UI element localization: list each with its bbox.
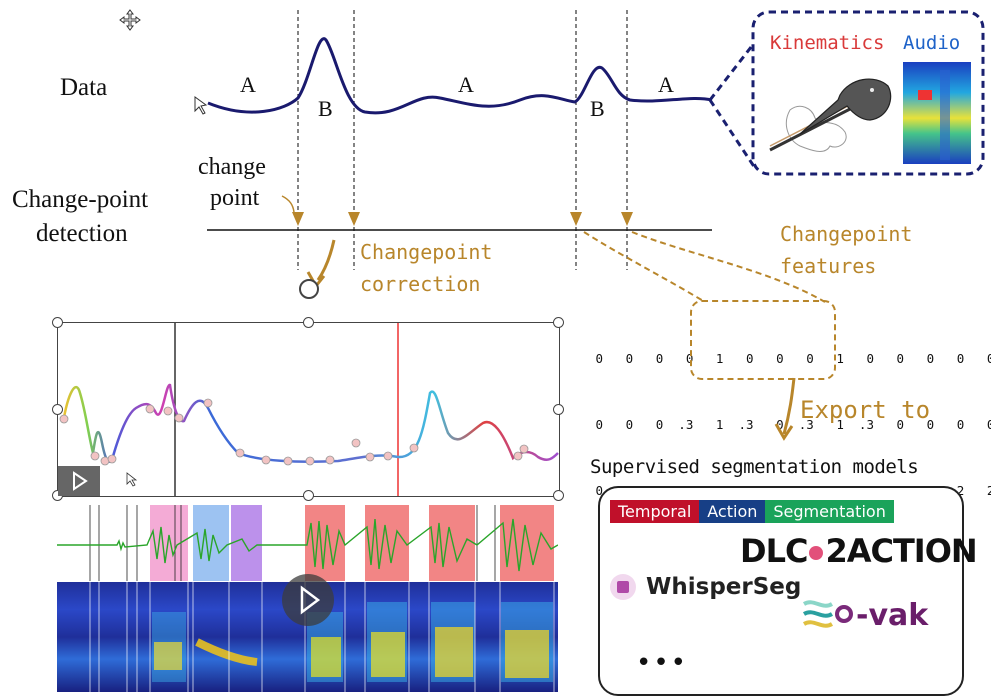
- data-row-label: Data: [60, 74, 108, 101]
- changepoint-marker-3: [570, 212, 582, 226]
- correction-label-1: Changepoint: [360, 240, 493, 264]
- kinematics-label: Kinematics: [770, 32, 885, 54]
- audio-label: Audio: [903, 32, 961, 54]
- feature-row-1: 0 0 0 0 1 0 0 0 1 0 0 0 0 0: [588, 351, 991, 366]
- whisperseg-text: WhisperSeg: [646, 574, 802, 600]
- changepoint-marker-2: [348, 212, 360, 226]
- spectrogram-panel[interactable]: [57, 582, 558, 692]
- feature-row-2: 0 0 0 .3 1 .3 0 .3 1 .3 0 0 0 0: [588, 417, 991, 432]
- resize-handle-br[interactable]: [553, 490, 564, 501]
- change-point-label-2: point: [210, 185, 260, 211]
- change-point-arrow: [281, 195, 295, 213]
- waveform-plot: [57, 505, 559, 581]
- video-play-button[interactable]: [282, 574, 334, 626]
- trace-plot: [59, 323, 559, 496]
- segment-label-a-1: A: [240, 72, 256, 97]
- tag-segmentation: Segmentation: [765, 500, 894, 523]
- action-text: 2ACTION: [825, 532, 977, 570]
- resize-handle-tm[interactable]: [303, 317, 314, 328]
- vak-text: -vak: [856, 597, 929, 633]
- trace-play-button[interactable]: [58, 466, 100, 496]
- rotate-handle[interactable]: [299, 279, 319, 299]
- bird-sketch: [769, 78, 892, 152]
- whisperseg-icon: [610, 574, 636, 600]
- data-curve: [207, 37, 713, 115]
- resize-handle-tr[interactable]: [553, 317, 564, 328]
- spectrogram-plot: [57, 582, 558, 692]
- correction-label-2: correction: [360, 272, 481, 296]
- dlc2action-logo: DLC 2ACTION: [740, 532, 978, 570]
- audio-waveform-panel[interactable]: [57, 505, 559, 581]
- segment-label-a-3: A: [658, 72, 674, 97]
- play-icon: [300, 585, 321, 615]
- features-link-1: [583, 231, 706, 303]
- features-label-2: features: [780, 254, 877, 278]
- change-point-label-1: change: [198, 154, 266, 180]
- segment-label-a-2: A: [458, 72, 474, 97]
- export-arrow: [774, 377, 796, 441]
- changepoint-marker-4: [621, 212, 633, 226]
- features-link-2: [631, 231, 826, 303]
- dlc-logo-icon: [809, 546, 824, 560]
- vak-logo: -vak: [800, 596, 928, 634]
- resize-handle-mr[interactable]: [553, 404, 564, 415]
- dlc-text: DLC: [740, 532, 808, 570]
- vak-icon: [802, 600, 853, 628]
- detection-label-1: Change-point: [12, 186, 149, 213]
- resize-handle-tl[interactable]: [52, 317, 63, 328]
- pointer-cursor-icon-2: [126, 472, 138, 487]
- modality-pointer: [708, 41, 757, 169]
- models-heading: Supervised segmentation models: [590, 456, 919, 478]
- tag-temporal: Temporal: [610, 500, 700, 523]
- changepoint-marker-1: [292, 212, 304, 226]
- feature-highlight-box: [690, 300, 836, 380]
- segment-label-b-1: B: [318, 96, 333, 121]
- detection-label-2: detection: [36, 220, 128, 247]
- change-point-diagram: [119, 9, 985, 303]
- trace-panel[interactable]: [57, 322, 560, 497]
- tag-action: Action: [699, 500, 766, 523]
- resize-handle-ml[interactable]: [52, 404, 63, 415]
- correction-arrow: [316, 239, 336, 281]
- features-label-1: Changepoint: [780, 222, 913, 246]
- move-cursor-icon: [119, 9, 141, 31]
- pointer-cursor-icon: [194, 96, 208, 115]
- audio-spectrogram-thumbnail: [903, 62, 971, 164]
- whisperseg-logo: WhisperSeg: [610, 574, 801, 600]
- export-label: Export to: [800, 396, 931, 424]
- more-models-ellipsis: •••: [636, 648, 689, 678]
- play-icon: [73, 471, 88, 491]
- segment-label-b-2: B: [590, 96, 605, 121]
- resize-handle-bm[interactable]: [303, 490, 314, 501]
